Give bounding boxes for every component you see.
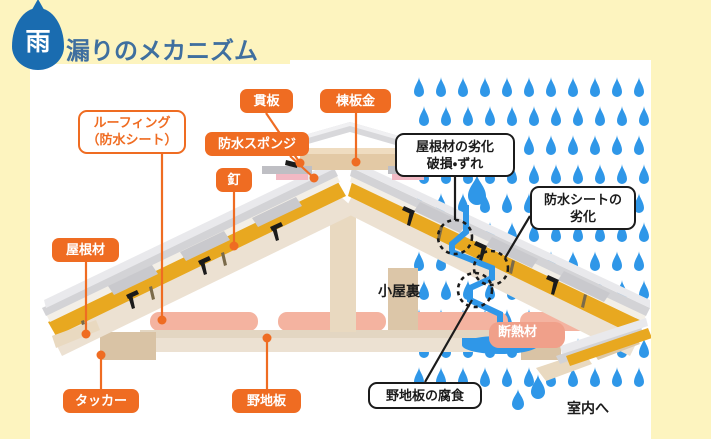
callout-roof-material-degradation: 屋根材の劣化破損・ずれ <box>395 133 515 178</box>
label-waterproof-sponge: 防水スポンジ <box>205 132 309 157</box>
callout-sheathing-rot: 野地板の腐食 <box>368 382 482 410</box>
label-to-interior: 室内へ <box>567 400 609 416</box>
water-drop-icon <box>12 0 64 70</box>
label-roof-material: 屋根材 <box>52 238 119 263</box>
page-title: 漏りのメカニズム <box>66 38 258 65</box>
label-nail: 釘 <box>216 168 252 193</box>
label-roof-sheathing: 野地板 <box>232 389 301 414</box>
label-ridge-flashing: 棟板金 <box>320 89 391 114</box>
label-roofing-sheet: ルーフィング（防水シート） <box>78 110 186 154</box>
logo-kanji: 雨 <box>25 27 51 56</box>
label-nuki-ita: 貫板 <box>240 89 293 114</box>
label-insulation: 断熱材 <box>489 322 565 348</box>
label-tacker: タッカー <box>63 389 139 414</box>
label-attic: 小屋裏 <box>378 283 420 299</box>
callout-sheet-degradation: 防水シートの劣化 <box>530 186 636 231</box>
